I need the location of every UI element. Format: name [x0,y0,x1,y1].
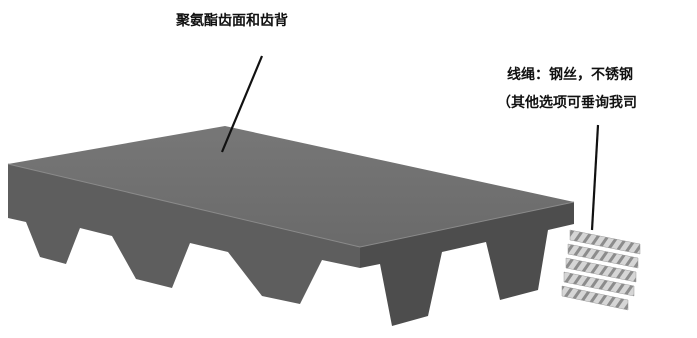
cord-1 [569,229,641,255]
steel-cords [561,229,641,311]
belt-edge [7,163,575,248]
leader-line-top [220,55,264,153]
belt-side-face [360,202,574,326]
label-cord-options: （其他选项可垂询我司 [497,95,637,111]
belt-top-face [8,126,574,247]
belt-front-face [8,164,360,304]
label-top: 聚氨酯齿面和齿背 [176,13,288,29]
cord-5 [561,285,629,311]
cord-4 [563,271,635,297]
leader-line-right [590,124,600,231]
label-cord-material: 线绳：钢丝，不锈钢 [507,67,633,83]
cord-2 [567,243,639,269]
cord-3 [565,257,637,283]
